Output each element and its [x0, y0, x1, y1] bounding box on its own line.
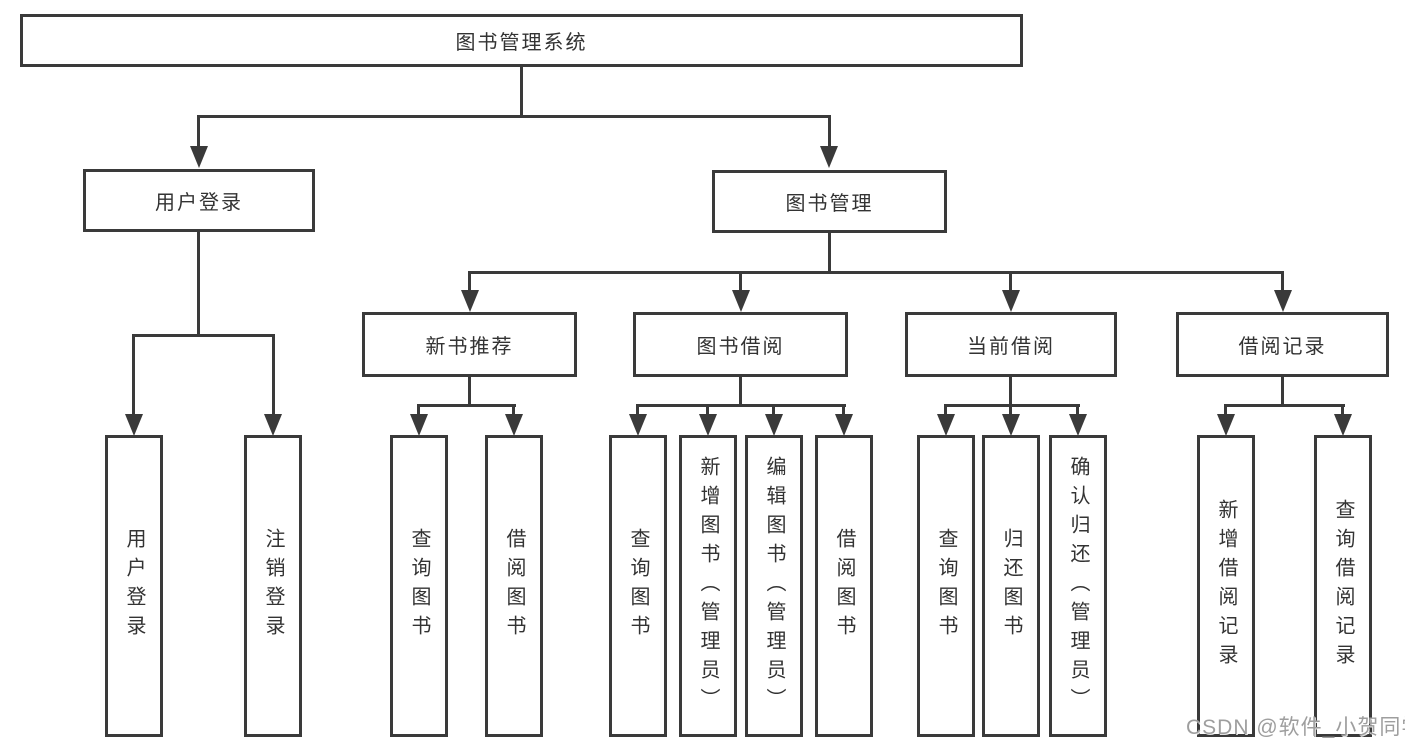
connector-stem — [1009, 404, 1012, 416]
leaf-borrow-books: 借阅图书 — [815, 435, 873, 737]
connector-recommend-rail — [417, 404, 516, 407]
leaf-add-books-admin-label: 新增图书（管理员） — [697, 455, 719, 717]
node-new-book-recommend-label: 新书推荐 — [425, 336, 514, 358]
node-book-borrow-label: 图书借阅 — [696, 336, 785, 358]
connector-arrowhead — [820, 146, 838, 168]
connector-records-rail — [1224, 404, 1345, 407]
connector-stem — [132, 334, 135, 416]
connector-borrow-rail — [636, 404, 846, 407]
connector-arrowhead — [190, 146, 208, 168]
connector-stem — [1224, 404, 1227, 416]
connector-arrowhead — [264, 414, 282, 436]
connector-stem — [1076, 404, 1079, 416]
leaf-borrow-books-recommend-label: 借阅图书 — [503, 528, 525, 644]
connector-stem — [468, 271, 471, 291]
node-current-borrow: 当前借阅 — [905, 312, 1117, 377]
connector-stem — [739, 271, 742, 291]
connector-arrowhead — [765, 414, 783, 436]
node-book-borrow: 图书借阅 — [633, 312, 848, 377]
connector-stem — [706, 404, 709, 416]
connector-stem — [1281, 271, 1284, 291]
connector-arrowhead — [1002, 414, 1020, 436]
node-user-login-label: 用户登录 — [155, 192, 243, 214]
connector-arrowhead — [1069, 414, 1087, 436]
connector-stem — [417, 404, 420, 416]
connector-arrowhead — [1002, 290, 1020, 312]
connector-level3-rail — [468, 271, 1284, 274]
leaf-logout-login-label: 注销登录 — [262, 528, 284, 644]
leaf-add-books-admin: 新增图书（管理员） — [679, 435, 737, 737]
connector-stem — [944, 404, 947, 416]
connector-arrowhead — [835, 414, 853, 436]
connector-arrowhead — [732, 290, 750, 312]
leaf-user-login-label: 用户登录 — [123, 528, 145, 644]
connector-user-login-rail — [132, 334, 275, 337]
connector-arrowhead — [125, 414, 143, 436]
connector-stem — [636, 404, 639, 416]
leaf-confirm-return-admin-label: 确认归还（管理员） — [1067, 455, 1089, 717]
leaf-query-books-borrow: 查询图书 — [609, 435, 667, 737]
node-book-management-label: 图书管理 — [785, 193, 874, 215]
connector-recommend-drop — [468, 377, 471, 406]
leaf-query-books-recommend-label: 查询图书 — [408, 528, 430, 644]
connector-current-rail — [944, 404, 1080, 407]
connector-current-drop — [1009, 377, 1012, 406]
leaf-query-books-recommend: 查询图书 — [390, 435, 448, 737]
connector-arrowhead — [1334, 414, 1352, 436]
connector-records-drop — [1281, 377, 1284, 406]
connector-user-login-drop — [197, 232, 200, 336]
connector-stem — [1341, 404, 1344, 416]
node-borrow-records: 借阅记录 — [1176, 312, 1389, 377]
leaf-add-borrow-record-label: 新增借阅记录 — [1215, 499, 1237, 673]
leaf-edit-books-admin: 编辑图书（管理员） — [745, 435, 803, 737]
connector-borrow-drop — [739, 377, 742, 406]
connector-arrowhead — [699, 414, 717, 436]
connector-stem — [197, 115, 200, 148]
connector-stem — [1009, 271, 1012, 291]
node-book-management: 图书管理 — [712, 170, 947, 233]
connector-stem — [512, 404, 515, 416]
leaf-return-books: 归还图书 — [982, 435, 1040, 737]
leaf-logout-login: 注销登录 — [244, 435, 302, 737]
leaf-query-borrow-record: 查询借阅记录 — [1314, 435, 1372, 737]
connector-root-drop — [520, 66, 523, 117]
connector-arrowhead — [937, 414, 955, 436]
connector-book-management-drop — [828, 233, 831, 273]
connector-stem — [842, 404, 845, 416]
node-user-login: 用户登录 — [83, 169, 315, 232]
connector-arrowhead — [505, 414, 523, 436]
connector-arrowhead — [410, 414, 428, 436]
connector-arrowhead — [461, 290, 479, 312]
connector-stem — [772, 404, 775, 416]
leaf-user-login: 用户登录 — [105, 435, 163, 737]
node-root: 图书管理系统 — [20, 14, 1023, 67]
connector-arrowhead — [629, 414, 647, 436]
csdn-watermark: CSDN @软件_小贺同学 — [1186, 716, 1405, 739]
node-new-book-recommend: 新书推荐 — [362, 312, 577, 377]
node-root-label: 图书管理系统 — [455, 32, 588, 54]
connector-stem — [272, 334, 275, 416]
connector-stem — [828, 115, 831, 148]
leaf-query-borrow-record-label: 查询借阅记录 — [1332, 499, 1354, 673]
leaf-edit-books-admin-label: 编辑图书（管理员） — [763, 455, 785, 717]
node-current-borrow-label: 当前借阅 — [967, 336, 1055, 358]
leaf-add-borrow-record: 新增借阅记录 — [1197, 435, 1255, 737]
leaf-return-books-label: 归还图书 — [1000, 528, 1022, 644]
leaf-confirm-return-admin: 确认归还（管理员） — [1049, 435, 1107, 737]
leaf-query-books-current-label: 查询图书 — [935, 528, 957, 644]
connector-arrowhead — [1274, 290, 1292, 312]
node-borrow-records-label: 借阅记录 — [1238, 336, 1327, 358]
leaf-borrow-books-recommend: 借阅图书 — [485, 435, 543, 737]
connector-level2-rail — [197, 115, 831, 118]
leaf-query-books-current: 查询图书 — [917, 435, 975, 737]
leaf-borrow-books-label: 借阅图书 — [833, 528, 855, 644]
connector-arrowhead — [1217, 414, 1235, 436]
leaf-query-books-borrow-label: 查询图书 — [627, 528, 649, 644]
